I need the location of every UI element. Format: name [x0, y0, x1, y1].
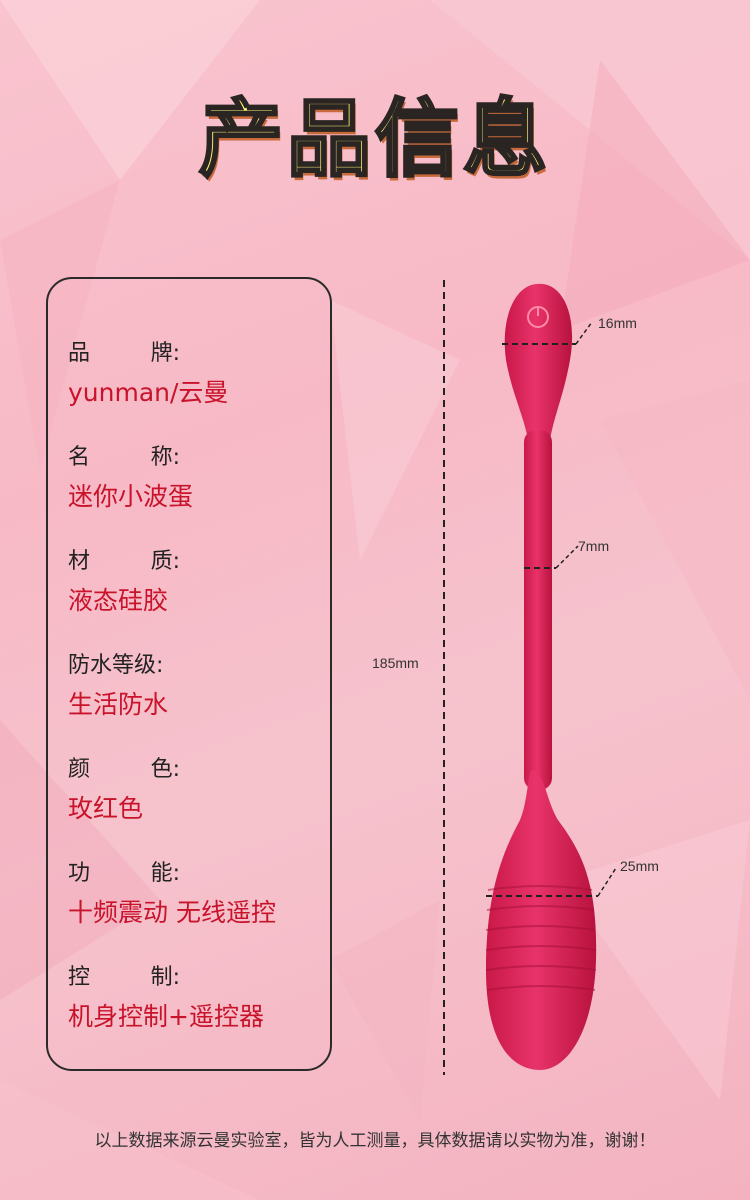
spec-label: 名 称: [68, 439, 180, 471]
spec-color: 颜 色: 玫红色 [68, 751, 180, 825]
footer-note: 以上数据来源云曼实验室，皆为人工测量，具体数据请以实物为准，谢谢！ [94, 1131, 656, 1151]
spec-label-part: 色: [150, 757, 180, 782]
spec-value: 生活防水 [68, 690, 169, 719]
spec-label-part: 质: [150, 549, 180, 574]
product-stem [524, 430, 552, 790]
spec-label: 功 能: [68, 855, 180, 887]
body-ribs [485, 885, 597, 991]
spec-label-part: 制: [150, 965, 180, 990]
total-length-label: 185mm [372, 655, 419, 671]
spec-label-part: 名 [68, 445, 91, 470]
spec-label: 颜 色: [68, 751, 180, 783]
product-head [504, 283, 573, 440]
spec-value: 迷你小波蛋 [68, 482, 194, 511]
spec-label-part: 控 [68, 965, 91, 990]
stem-width-label: 7mm [578, 538, 610, 554]
product-illustration [443, 280, 617, 1075]
spec-brand: 品 牌: yunman/云曼 [68, 335, 228, 409]
spec-label: 防水等级: [68, 647, 180, 679]
spec-label: 品 牌: [68, 335, 180, 367]
spec-label: 控 制: [68, 959, 180, 991]
spec-label-part: 能: [150, 861, 180, 886]
spec-material: 材 质: 液态硅胶 [68, 543, 180, 617]
spec-label-part: 称: [150, 445, 180, 470]
product-info-card: 品 牌: yunman/云曼 名 称: 迷你小波蛋 材 质: 液态硅胶 防水等级… [46, 277, 332, 1071]
spec-label-part: 防水等级: [68, 653, 164, 678]
spec-label-part: 功 [68, 861, 91, 886]
spec-label-part: 牌: [150, 341, 180, 366]
spec-waterproof: 防水等级: 生活防水 [68, 647, 180, 721]
spec-value: 十频震动 无线遥控 [68, 898, 276, 927]
power-button-icon [527, 306, 549, 328]
spec-value: yunman/云曼 [68, 378, 229, 407]
spec-value: 液态硅胶 [68, 586, 169, 615]
spec-value: 玫红色 [68, 794, 144, 823]
spec-control: 控 制: 机身控制+遥控器 [68, 959, 264, 1033]
head-width-label: 16mm [598, 315, 637, 331]
spec-function: 功 能: 十频震动 无线遥控 [68, 855, 276, 929]
page-title: 产品信息 [197, 89, 551, 190]
body-width-label: 25mm [620, 858, 659, 874]
spec-label: 材 质: [68, 543, 180, 575]
product-body [486, 770, 597, 1070]
spec-label-part: 材 [68, 549, 91, 574]
spec-value: 机身控制+遥控器 [68, 1002, 264, 1031]
product-figure: 185mm 16mm 7mm 25mm [372, 270, 720, 1090]
spec-label-part: 品 [68, 341, 91, 366]
spec-name: 名 称: 迷你小波蛋 [68, 439, 193, 513]
spec-label-part: 颜 [68, 757, 91, 782]
